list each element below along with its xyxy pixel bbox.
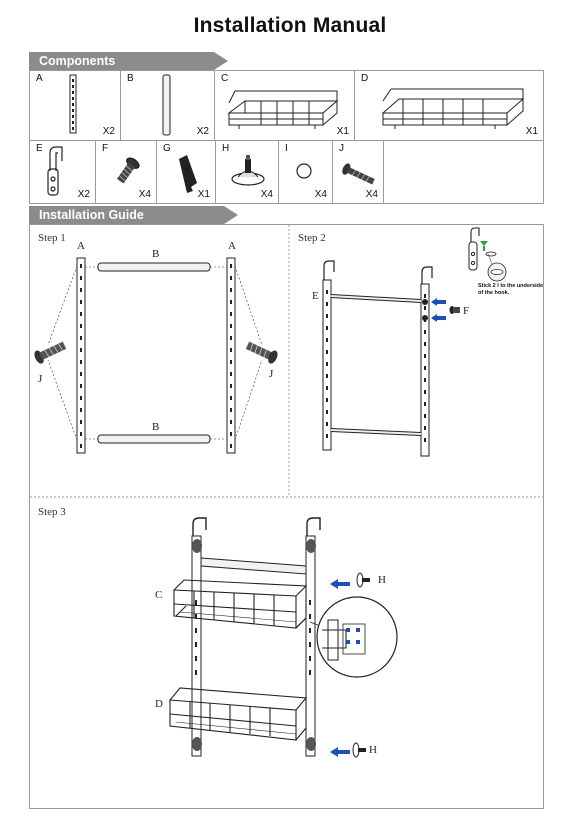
component-letter: G: [163, 143, 171, 154]
component-letter: A: [36, 73, 43, 84]
step1-a-left-label: A: [77, 240, 85, 252]
component-letter: D: [361, 73, 369, 84]
step3-h-bottom-label: H: [369, 744, 377, 756]
component-letter: J: [339, 143, 344, 154]
component-letter: H: [222, 143, 230, 154]
component-qty: X1: [336, 126, 349, 137]
component-qty: X1: [525, 126, 538, 137]
short-screw-icon: [116, 157, 140, 184]
pad-icon: [296, 163, 312, 179]
step1-b-top-label: B: [152, 248, 160, 260]
step3-label: Step 3: [38, 506, 66, 518]
step2-label: Step 2: [298, 232, 326, 244]
step3-h-top-label: H: [378, 574, 386, 586]
component-cell-c: C X1: [214, 70, 355, 141]
component-cell-a: A X2: [29, 70, 121, 141]
hook-illustration: [47, 146, 63, 196]
step1-label: Step 1: [38, 232, 66, 244]
component-letter: E: [36, 143, 43, 154]
installation-guide-box: [29, 224, 544, 809]
large-basket-illustration: [381, 88, 525, 129]
component-letter: B: [127, 73, 134, 84]
component-qty: X2: [77, 189, 90, 200]
step1-b-bottom-label: B: [152, 421, 160, 433]
hex-key-icon: [179, 155, 197, 193]
component-qty: X4: [138, 189, 151, 200]
component-cell-d: D X1: [354, 70, 544, 141]
component-qty: X1: [197, 189, 210, 200]
step3-d-label: D: [155, 698, 163, 710]
step1-j-left-label: J: [38, 373, 43, 385]
components-banner: Components: [29, 52, 228, 70]
component-cell-empty: [383, 140, 544, 204]
components-heading: Components: [39, 54, 116, 68]
long-screw-icon: [342, 163, 375, 185]
step2-e-label: E: [312, 290, 319, 302]
component-letter: F: [102, 143, 109, 154]
component-qty: X2: [102, 126, 115, 137]
crossbar-illustration: [162, 74, 171, 136]
component-qty: X2: [196, 126, 209, 137]
component-letter: I: [285, 143, 288, 154]
suction-cup-icon: [231, 155, 265, 186]
step2-note: Stick 2 I to the underside of the hook.: [478, 283, 544, 296]
step1-j-right-label: J: [269, 368, 274, 380]
step1-a-right-label: A: [228, 240, 236, 252]
step3-c-label: C: [155, 589, 163, 601]
component-qty: X4: [260, 189, 273, 200]
components-table: A X2 B X2 C: [29, 70, 544, 204]
small-basket-illustration: [227, 90, 339, 129]
component-qty: X4: [314, 189, 327, 200]
component-qty: X4: [365, 189, 378, 200]
guide-heading: Installation Guide: [39, 208, 144, 222]
page-title: Installation Manual: [193, 14, 387, 37]
component-letter: C: [221, 73, 229, 84]
guide-banner: Installation Guide: [29, 206, 238, 224]
step2-f-label: F: [463, 305, 470, 317]
upright-bar-illustration: [69, 74, 77, 134]
